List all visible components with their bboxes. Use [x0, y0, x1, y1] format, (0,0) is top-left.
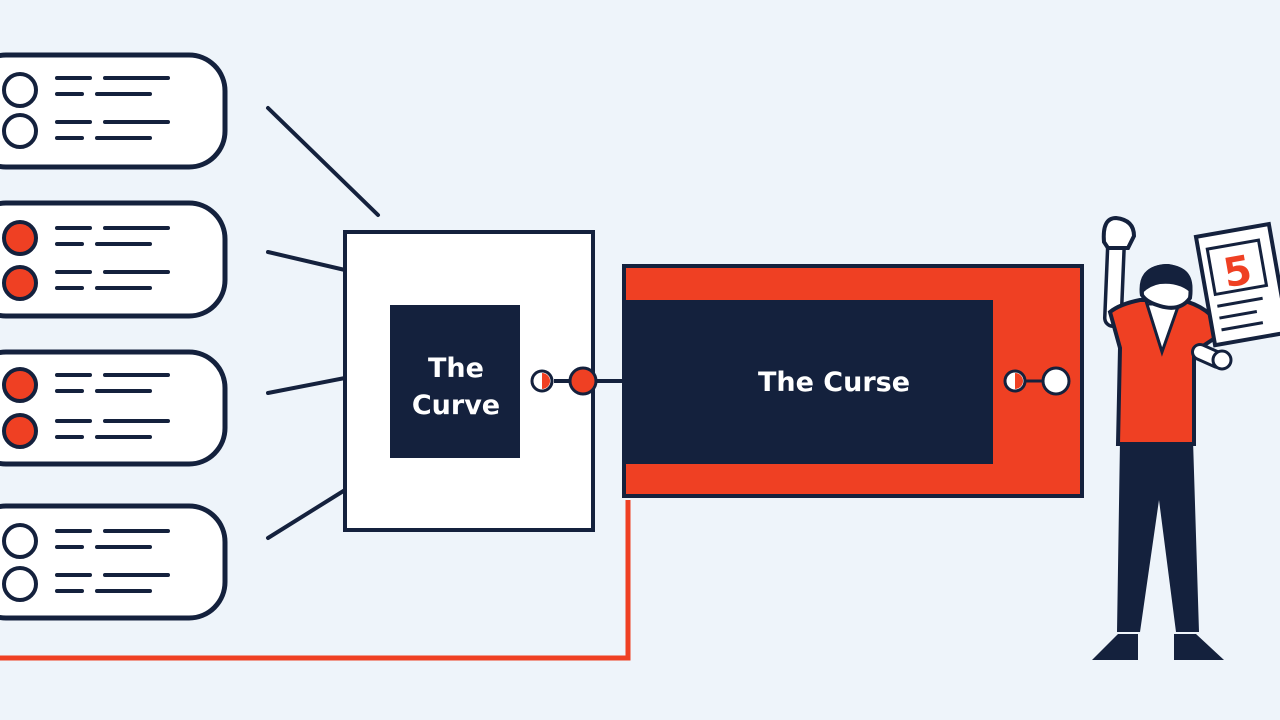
- curse-box: The Curse: [622, 264, 1084, 498]
- hair: [1139, 264, 1193, 296]
- curse-box-inner: [626, 300, 993, 464]
- left-shoe: [1092, 634, 1138, 660]
- list-marker-outline: [2, 523, 38, 559]
- hand: [1211, 349, 1233, 371]
- list-marker-filled: [2, 413, 38, 449]
- connector-lines: [266, 106, 380, 540]
- feedback-line: [0, 500, 631, 661]
- list-marker-outline: [2, 566, 38, 602]
- curve-label-line1: The: [428, 353, 484, 384]
- list-marker-filled: [2, 367, 38, 403]
- text-line-placeholder: [55, 373, 170, 439]
- list-marker-filled: [2, 220, 38, 256]
- score-sheet: 5: [1193, 221, 1280, 348]
- curve-box-inner: [390, 305, 520, 458]
- connector-node-right: [568, 366, 598, 396]
- list-card-1: [0, 52, 228, 170]
- box-connector: [530, 366, 625, 396]
- list-marker-outline: [2, 72, 38, 108]
- raised-fist: [1101, 215, 1137, 250]
- list-card-2: [0, 200, 228, 319]
- curve-label-line2: Curve: [412, 390, 500, 421]
- list-card-3: [0, 349, 228, 467]
- text-line-placeholder: [55, 529, 170, 593]
- right-shoe: [1174, 634, 1224, 660]
- list-card-4: [0, 503, 228, 621]
- list-marker-outline: [2, 113, 38, 149]
- output-node-right: [1041, 366, 1071, 396]
- text-line-placeholder: [55, 76, 170, 140]
- curse-label: The Curse: [758, 367, 910, 398]
- list-marker-filled: [2, 265, 38, 301]
- person-figure: 5: [1092, 215, 1280, 660]
- text-line-placeholder: [55, 226, 170, 290]
- legs: [1117, 440, 1199, 632]
